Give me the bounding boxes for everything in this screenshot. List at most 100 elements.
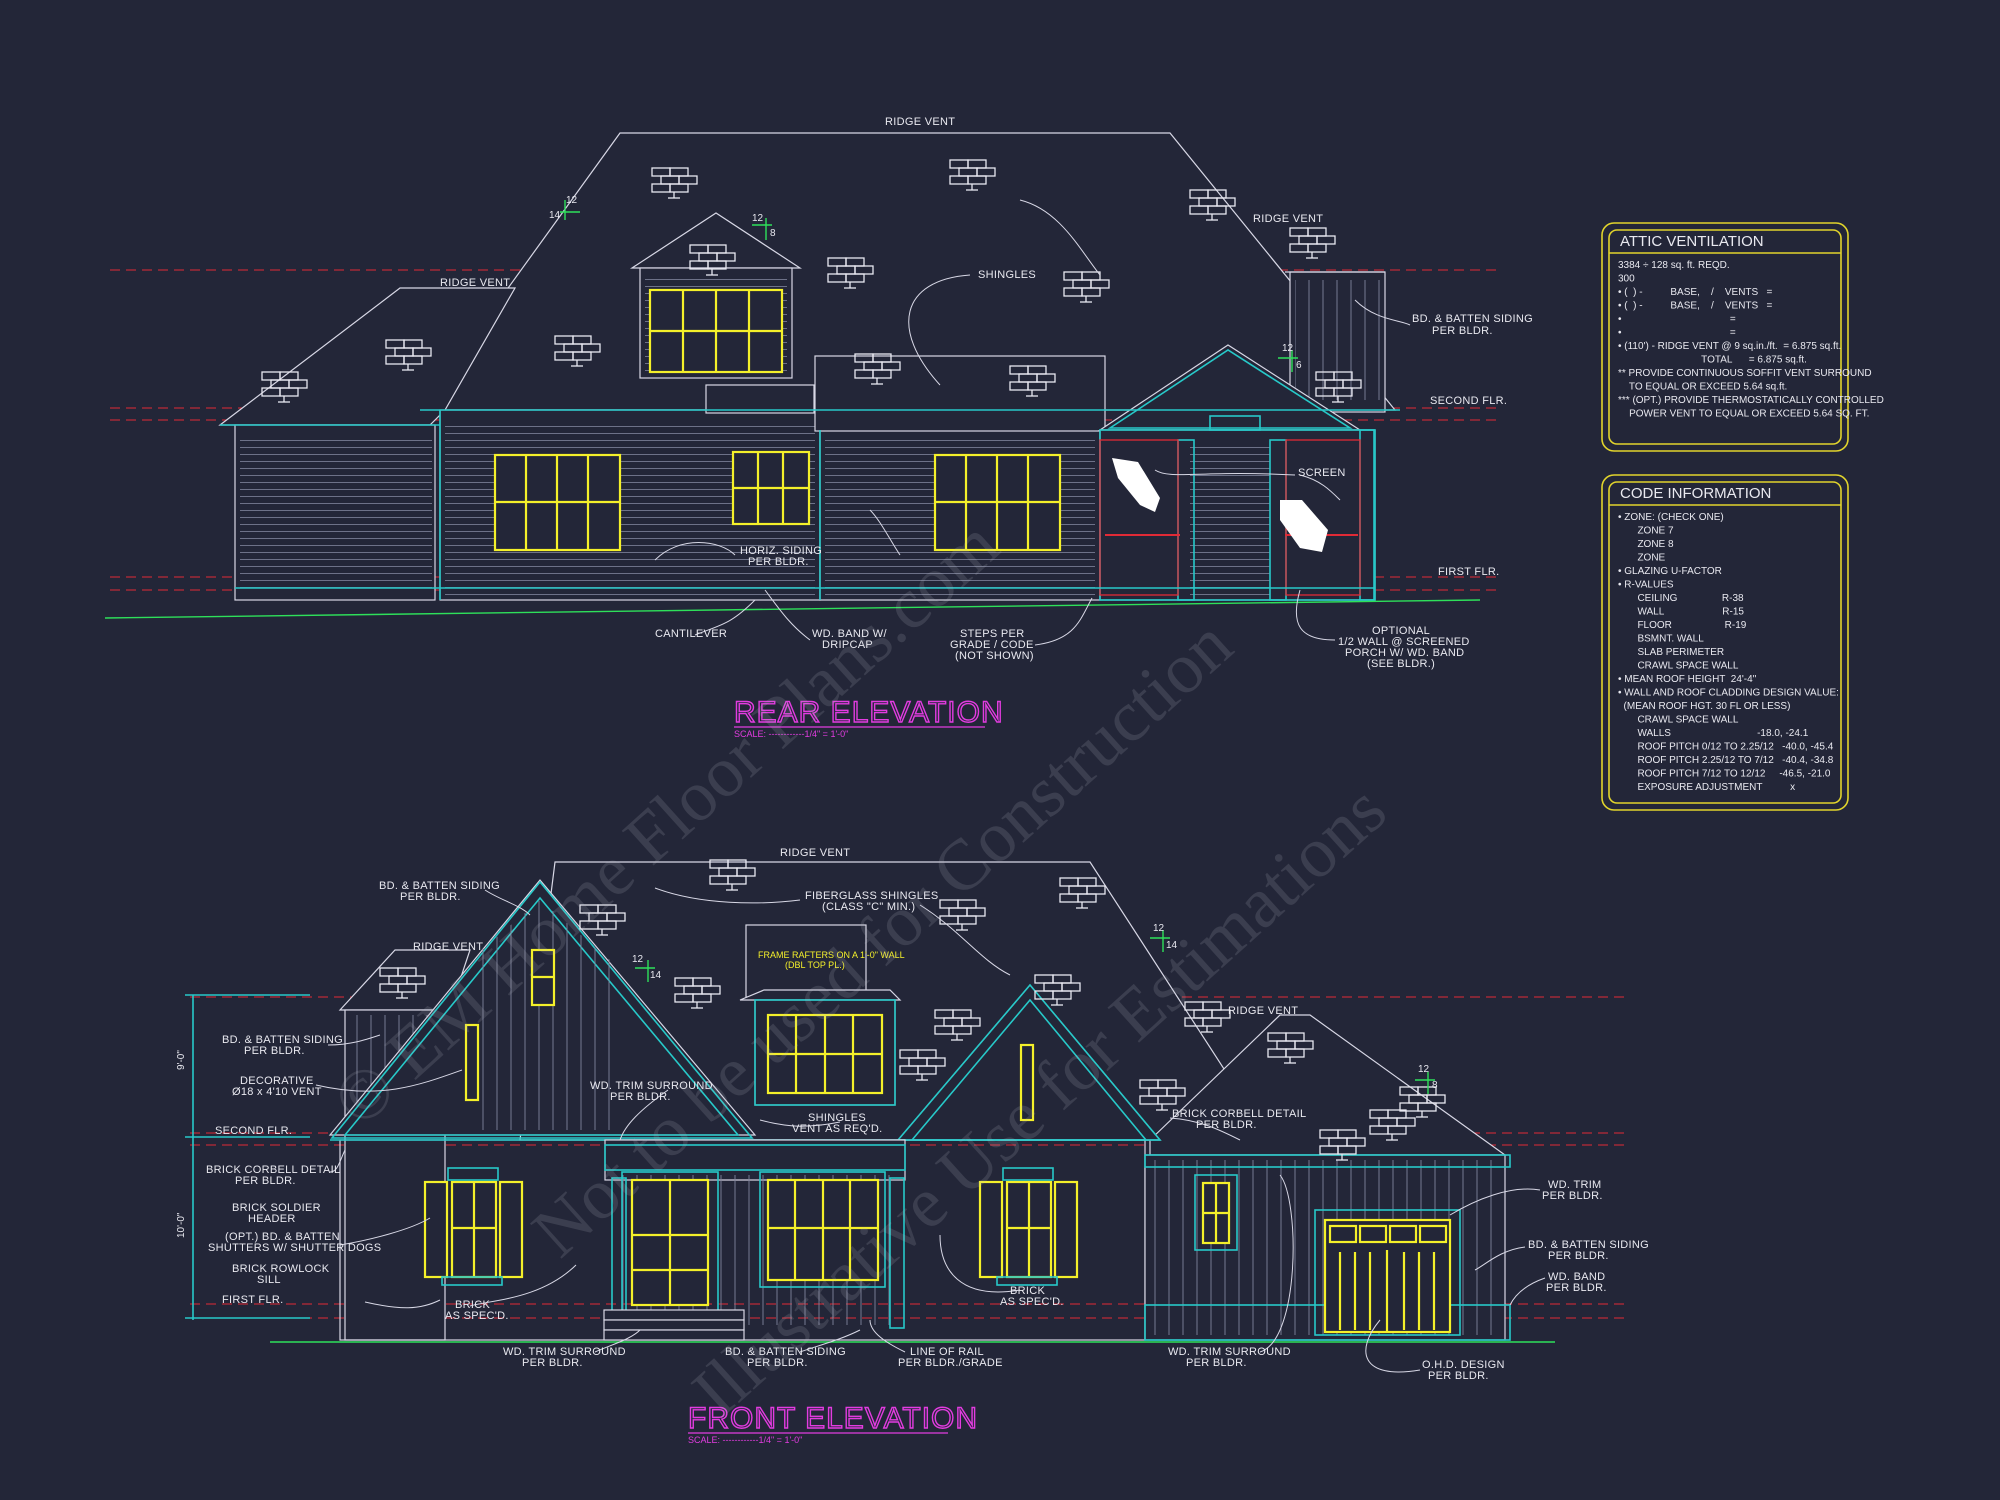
note-wd-trim: WD. TRIM SURROUND [590, 1080, 713, 1092]
note-optional: 1/2 WALL @ SCREENED [1338, 636, 1470, 648]
code-information-line: ROOF PITCH 7/12 TO 12/12 -46.5, -21.0 [1618, 769, 1831, 780]
rear-low-roof [814, 355, 1106, 432]
leader-line [1154, 469, 1296, 476]
leader-line [869, 1319, 906, 1353]
note-fiberglass-shingles: (CLASS "C" MIN.) [822, 901, 915, 913]
svg-text:12: 12 [1418, 1064, 1430, 1075]
note-wd-trim: PER BLDR. [522, 1357, 583, 1369]
note-wd-trim: PER BLDR. [1542, 1190, 1603, 1202]
note-line-of-rail: PER BLDR./GRADE [898, 1357, 1003, 1369]
attic-ventilation-title: ATTIC VENTILATION [1620, 233, 1764, 250]
note-ridge-vent: RIDGE VENT [1253, 213, 1323, 225]
note-frame-rafters: (DBL TOP PL.) [785, 960, 845, 970]
front-elevation-scale: SCALE: ------------1/4" = 1'-0" [688, 1435, 802, 1445]
rear-pitch-symbol: 12 6 [1278, 343, 1302, 372]
front-left-gable-trim [330, 880, 754, 1139]
front-gable-siding [470, 900, 610, 1130]
note-wd-trim: WD. TRIM [1548, 1179, 1602, 1191]
code-information-table: CODE INFORMATION • ZONE: (CHECK ONE) ZON… [1601, 474, 1849, 811]
attic-ventilation-line: 300 [1618, 274, 1635, 285]
note-wd-band: PER BLDR. [1546, 1282, 1607, 1294]
note-ridge-vent: RIDGE VENT [413, 941, 483, 953]
code-information-line: • MEAN ROOF HEIGHT 24'-4" [1618, 674, 1757, 685]
note-ridge-vent: RIDGE VENT [440, 277, 510, 289]
leader-line [315, 1069, 463, 1092]
attic-ventilation-line: *** (OPT.) PROVIDE THERMOSTATICALLY CONT… [1618, 395, 1884, 406]
note-shutters: (OPT.) BD. & BATTEN [225, 1231, 340, 1243]
leader-line [329, 1149, 346, 1173]
code-information-line: CEILING R-38 [1618, 593, 1744, 604]
front-garage-door [1314, 1209, 1461, 1336]
note-brick-corbell: BRICK CORBELL DETAIL [1172, 1108, 1306, 1120]
code-information-line: • R-VALUES [1618, 580, 1674, 591]
note-brick: BRICK [455, 1299, 490, 1311]
note-second-floor: SECOND FLR. [215, 1125, 292, 1137]
svg-text:8: 8 [1432, 1080, 1438, 1091]
leader-line [1295, 589, 1336, 641]
code-information-line: ZONE 7 [1618, 526, 1674, 537]
code-information-line: ROOF PITCH 2.25/12 TO 7/12 -40.4, -34.8 [1618, 755, 1834, 766]
note-bd-batten: PER BLDR. [1432, 325, 1493, 337]
leader-line [908, 274, 971, 386]
leader-line [469, 1264, 577, 1307]
note-screen: SCREEN [1298, 467, 1346, 479]
note-decorative-vent: Ø18 x 4'10 VENT [232, 1086, 322, 1098]
rear-shingle-symbol [1289, 227, 1336, 259]
front-porch-beam-trim [604, 1144, 906, 1171]
rear-porch-siding [1190, 445, 1270, 595]
attic-ventilation-line: • = [1618, 328, 1736, 339]
code-information-line: ZONE 8 [1618, 539, 1674, 550]
leader-line [339, 1217, 431, 1246]
leader-line [799, 1329, 861, 1353]
code-information-line: • WALL AND ROOF CLADDING DESIGN VALUE: [1618, 688, 1839, 699]
leader-line [1509, 1277, 1546, 1306]
rear-right-wing-siding [1295, 280, 1380, 400]
note-ridge-vent: RIDGE VENT [885, 116, 955, 128]
code-information-line: BSMNT. WALL [1618, 634, 1704, 645]
front-garage-roof [1149, 1014, 1507, 1156]
note-bd-batten: PER BLDR. [400, 891, 461, 903]
front-pitch-symbol: 12 14 [632, 954, 662, 982]
code-information-line: • ZONE: (CHECK ONE) [1618, 512, 1724, 523]
code-information-line: • GLAZING U-FACTOR [1618, 566, 1722, 577]
leader-line [759, 1119, 841, 1127]
rear-window-left [493, 453, 622, 552]
leader-line [1474, 1246, 1526, 1271]
svg-text:12: 12 [1282, 343, 1294, 354]
front-pitch-symbol: 12 14 [1150, 923, 1178, 952]
note-wd-band: WD. BAND W/ [812, 628, 887, 640]
front-entry-door [621, 1171, 719, 1313]
note-bd-batten: PER BLDR. [244, 1045, 305, 1057]
front-porch-post [889, 1177, 905, 1329]
rear-window-center [731, 450, 811, 526]
note-frame-rafters: FRAME RAFTERS ON A 1'-0" WALL [758, 950, 905, 960]
code-information-line: ROOF PITCH 0/12 TO 2.25/12 -40.0, -45.4 [1618, 742, 1834, 753]
front-garage-band [1144, 1154, 1511, 1168]
front-elevation: 9'-0" 10'-0" 12 14 12 14 1 [176, 847, 1649, 1445]
note-steps: GRADE / CODE [950, 639, 1034, 651]
svg-text:8: 8 [770, 228, 776, 239]
leader-line [1259, 1174, 1294, 1353]
note-decorative-vent: DECORATIVE [240, 1075, 314, 1087]
note-optional: (SEE BLDR.) [1367, 658, 1435, 670]
note-brick-soldier: HEADER [248, 1213, 296, 1225]
note-optional: PORCH W/ WD. BAND [1345, 647, 1464, 659]
note-wd-band: WD. BAND [1548, 1271, 1605, 1283]
code-information-line: WALL R-15 [1618, 607, 1744, 618]
code-information-lines: • ZONE: (CHECK ONE) ZONE 7 ZONE 8 ZONE• … [1618, 512, 1839, 793]
code-information-title: CODE INFORMATION [1620, 485, 1771, 502]
rear-dormer-window [648, 288, 784, 374]
attic-ventilation-line: • ( ) - BASE, / VENTS = [1618, 287, 1773, 298]
leader-line [1365, 1319, 1421, 1373]
front-window-center [759, 1171, 886, 1288]
leader-line [939, 1234, 1021, 1293]
leader-line [327, 1034, 381, 1046]
note-ridge-vent: RIDGE VENT [780, 847, 850, 859]
leader-line [364, 1299, 441, 1309]
rear-elevation-scale: SCALE: ------------1/4" = 1'-0" [734, 729, 848, 739]
rear-pitch-symbol: 12 8 [752, 213, 776, 240]
note-bd-batten: BD. & BATTEN SIDING [379, 880, 500, 892]
svg-text:14: 14 [650, 970, 662, 981]
note-wd-band: DRIPCAP [822, 639, 873, 651]
